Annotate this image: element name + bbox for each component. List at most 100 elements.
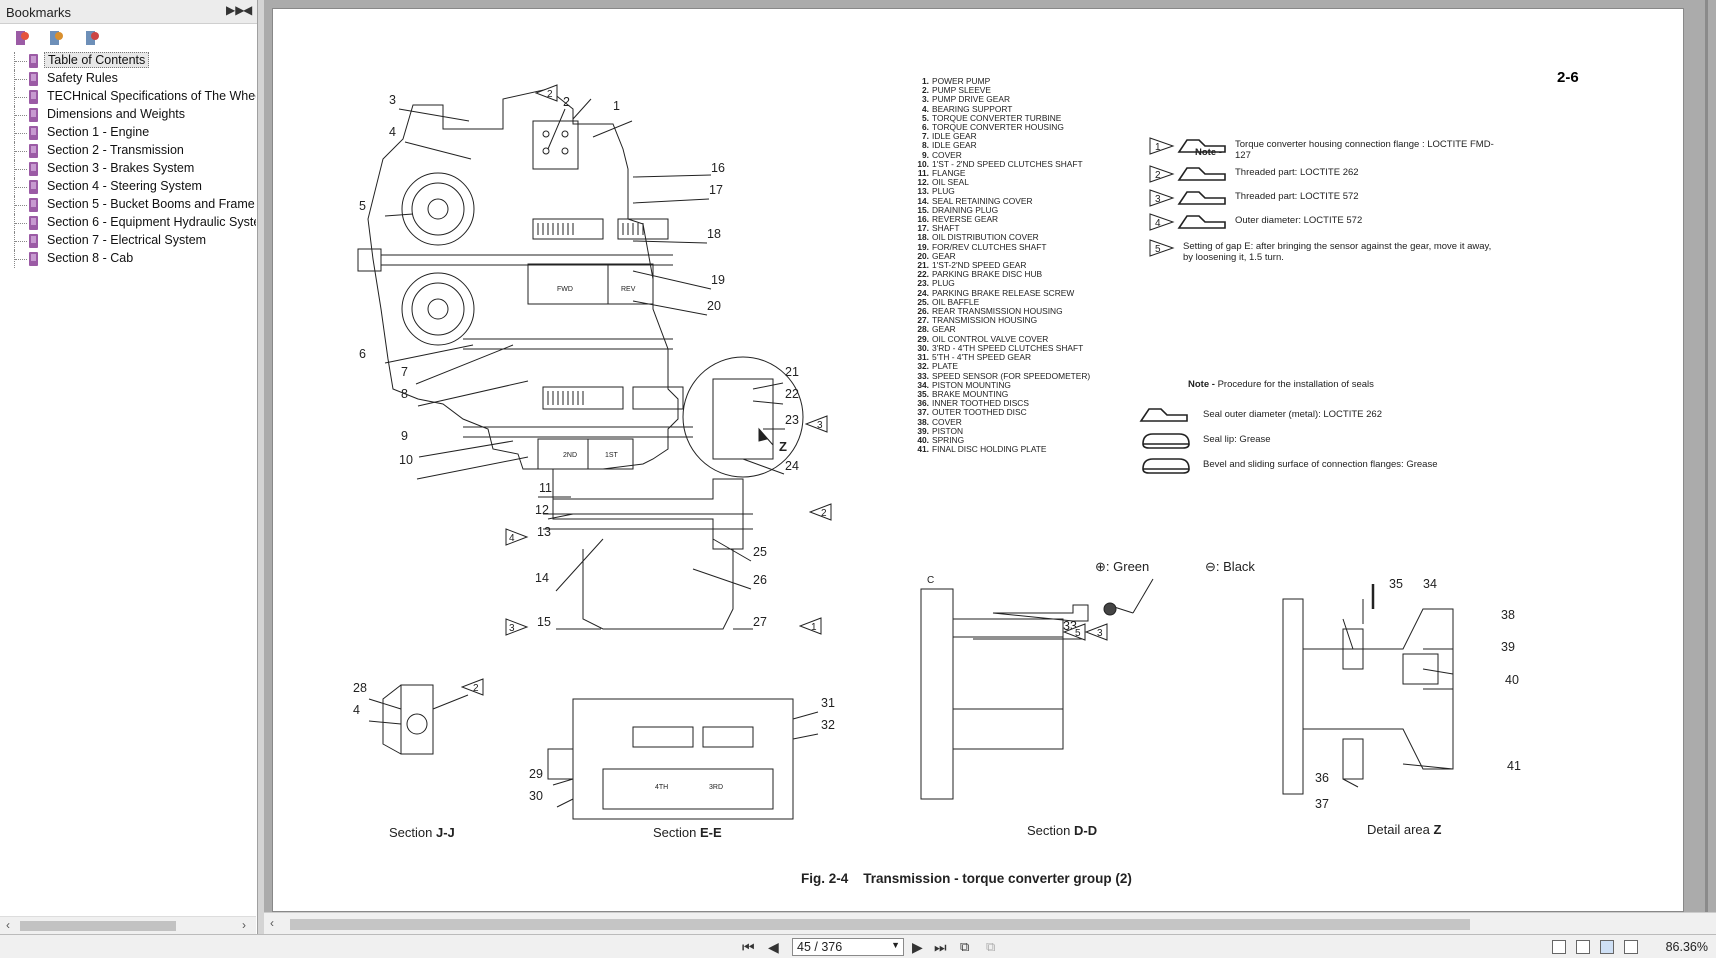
- svg-text:5: 5: [1155, 244, 1161, 255]
- figure-caption: Fig. 2-4 Transmission - torque converter…: [801, 871, 1132, 886]
- legend-text: SPEED SENSOR (FOR SPEEDOMETER): [932, 370, 1091, 381]
- legend-number: 25.: [917, 296, 929, 307]
- bookmark-icon: [29, 72, 38, 86]
- continuous-view-icon[interactable]: [1576, 940, 1590, 954]
- note-marker-icon: 1: [799, 617, 822, 635]
- single-page-view-icon[interactable]: [1552, 940, 1566, 954]
- legend-row: 30.3'RD - 4'TH SPEED CLUTCHES SHAFT: [913, 343, 1090, 353]
- tree-connector: [14, 214, 28, 232]
- bookmark-item[interactable]: Section 1 - Engine: [0, 124, 256, 142]
- legend-text: IDLE GEAR: [932, 140, 977, 151]
- bookmark-item[interactable]: Section 8 - Cab: [0, 250, 256, 268]
- bookmark-item[interactable]: Section 2 - Transmission: [0, 142, 256, 160]
- last-page-icon[interactable]: ⏭: [934, 939, 947, 955]
- legend-text: 1'ST - 2'ND SPEED CLUTCHES SHAFT: [932, 158, 1083, 169]
- bookmarks-horizontal-scrollbar[interactable]: ‹ ›: [0, 916, 256, 934]
- plus-circle-icon: ⊕: [1095, 559, 1106, 574]
- legend-number: 21.: [917, 260, 929, 271]
- legend-text: TORQUE CONVERTER HOUSING: [932, 122, 1064, 133]
- facing-view-icon[interactable]: [1600, 940, 1614, 954]
- minus-circle-icon: ⊖: [1205, 559, 1216, 574]
- find-bookmark-icon[interactable]: [82, 28, 102, 48]
- note-triangle-icon: 4: [1149, 213, 1175, 231]
- previous-view-icon[interactable]: ⧉: [960, 939, 970, 954]
- legend-row: 9.COVER: [913, 149, 1090, 160]
- seal-text: Seal outer diameter (metal): LOCTITE 262: [1203, 409, 1382, 420]
- note-marker-icon: 5: [1063, 623, 1086, 641]
- collapse-panel-icon[interactable]: ◀: [243, 3, 253, 17]
- document-horizontal-scrollbar[interactable]: ‹: [264, 912, 1716, 934]
- legend-number: 14.: [917, 195, 929, 206]
- legend-text: COVER: [932, 149, 962, 160]
- legend-text: SEAL RETAINING COVER: [932, 195, 1033, 206]
- note-marker-icon: 2: [461, 678, 484, 696]
- legend-number: 9.: [922, 149, 929, 160]
- callout-number: 25: [753, 545, 767, 559]
- legend-number: 32.: [917, 361, 929, 372]
- first-page-icon[interactable]: ⏮: [742, 939, 755, 955]
- flange-symbol-icon: [1177, 167, 1226, 181]
- expand-bookmark-icon[interactable]: [46, 28, 66, 48]
- shaft-label-3rd: 3RD: [709, 784, 724, 791]
- tree-connector: [14, 142, 28, 160]
- callout-number: 35: [1389, 577, 1403, 591]
- bookmark-item[interactable]: TECHnical Specifications of The Whee: [0, 88, 256, 106]
- note-text: Torque converter housing connection flan…: [1235, 139, 1494, 161]
- note-marker-icon: 4: [505, 528, 529, 546]
- new-bookmark-icon[interactable]: [12, 28, 32, 48]
- bookmark-item[interactable]: Section 4 - Steering System: [0, 178, 256, 196]
- bookmark-item[interactable]: Section 5 - Bucket Booms and Frame: [0, 196, 256, 214]
- tree-connector: [14, 88, 28, 106]
- scrollbar-thumb[interactable]: [20, 921, 176, 931]
- bookmark-item[interactable]: Dimensions and Weights: [0, 106, 256, 124]
- legend-row: 35.BRAKE MOUNTING: [913, 389, 1090, 399]
- panel-splitter[interactable]: [258, 0, 264, 934]
- seal-note: Note - Procedure for the installation of…: [1188, 379, 1374, 390]
- legend-text: BEARING SUPPORT: [932, 103, 1013, 114]
- panel-options-icon[interactable]: ▶▶: [226, 3, 245, 17]
- legend-number: 18.: [917, 232, 929, 243]
- svg-text:4: 4: [509, 533, 515, 544]
- legend-text: COVER: [932, 416, 962, 427]
- chevron-down-icon[interactable]: ▼: [891, 940, 900, 950]
- tree-connector: [14, 124, 28, 142]
- svg-text:3: 3: [817, 420, 823, 431]
- bookmark-item[interactable]: Section 3 - Brakes System: [0, 160, 256, 178]
- page-number-input[interactable]: 45 / 376▼: [792, 938, 904, 956]
- legend-number: 29.: [917, 333, 929, 344]
- tree-connector: [14, 250, 28, 268]
- scroll-right-icon[interactable]: ›: [242, 918, 246, 932]
- bookmark-item[interactable]: Section 6 - Equipment Hydraulic Syste: [0, 214, 256, 232]
- scrollbar-thumb[interactable]: [290, 919, 1470, 930]
- legend-row: 13.PLUG: [913, 187, 1090, 196]
- bookmark-item[interactable]: Table of Contents: [0, 52, 256, 70]
- legend-text: FINAL DISC HOLDING PLATE: [932, 444, 1047, 455]
- legend-number: 4.: [922, 103, 929, 114]
- bookmark-label: Section 1 - Engine: [47, 125, 150, 139]
- plus-green-label: ⊕: Green: [1095, 559, 1150, 574]
- bookmark-label: Section 7 - Electrical System: [47, 233, 207, 247]
- legend-row: 40.SPRING: [913, 435, 1090, 445]
- legend-text: OIL BAFFLE: [932, 296, 980, 307]
- legend-row: 11.FLANGE: [913, 168, 1090, 178]
- legend-text: OIL SEAL: [932, 177, 969, 188]
- legend-row: 18.OIL DISTRIBUTION COVER: [913, 233, 1090, 242]
- callout-number: 13: [537, 525, 551, 539]
- scroll-left-icon[interactable]: ‹: [6, 918, 10, 932]
- scroll-left-icon[interactable]: ‹: [270, 916, 274, 930]
- previous-page-icon[interactable]: ◀: [768, 939, 779, 955]
- legend-text: PARKING BRAKE RELEASE SCREW: [932, 287, 1075, 298]
- next-view-icon[interactable]: ⧉: [986, 939, 996, 954]
- legend-number: 12.: [917, 177, 929, 188]
- zoom-level[interactable]: 86.36%: [1665, 940, 1708, 954]
- next-page-icon[interactable]: ▶: [912, 939, 923, 955]
- bookmark-label: Table of Contents: [44, 52, 150, 68]
- legend-row: 24.PARKING BRAKE RELEASE SCREW: [913, 287, 1090, 298]
- bookmark-item[interactable]: Safety Rules: [0, 70, 256, 88]
- continuous-facing-view-icon[interactable]: [1624, 940, 1638, 954]
- legend-row: 23.PLUG: [913, 279, 1090, 288]
- bookmark-item[interactable]: Section 7 - Electrical System: [0, 232, 256, 250]
